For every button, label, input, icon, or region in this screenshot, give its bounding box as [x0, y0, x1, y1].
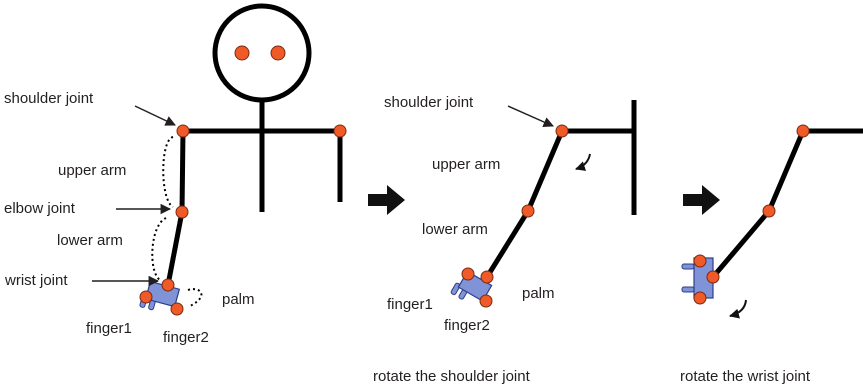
- finger1-top-3: [681, 263, 695, 270]
- eye-right: [270, 45, 286, 61]
- shoulder-joint-2: [555, 124, 569, 138]
- eye-left: [234, 45, 250, 61]
- finger2-joint-2: [479, 294, 493, 308]
- elbow-joint-2: [521, 204, 535, 218]
- caption-rotate-shoulder: rotate the shoulder joint: [373, 368, 531, 385]
- wrist-joint-2: [480, 270, 494, 284]
- label-wrist-joint: wrist joint: [4, 272, 68, 289]
- lower-arm-bracket: [151, 217, 167, 281]
- upper-arm-bracket: [162, 136, 174, 208]
- right-shoulder-joint: [333, 124, 347, 138]
- wrist-joint: [161, 278, 175, 292]
- label-shoulder-joint-2: shoulder joint: [384, 94, 474, 111]
- lower-arm-segment: [165, 211, 185, 286]
- label-finger1-2: finger1: [387, 296, 433, 313]
- panel-rotate-wrist: rotate the wrist joint: [680, 124, 863, 385]
- panel-original-pose: shoulder joint upper arm elbow joint low…: [4, 3, 347, 346]
- lower-arm-segment-2: [484, 209, 531, 279]
- upper-arm-segment-2: [525, 130, 565, 212]
- shoulder-joint: [176, 124, 190, 138]
- label-upper-arm-2: upper arm: [432, 156, 500, 173]
- upper-arm-segment-3: [766, 130, 806, 212]
- wrist-joint-3: [706, 270, 720, 284]
- label-palm: palm: [222, 291, 255, 308]
- label-upper-arm: upper arm: [58, 162, 126, 179]
- label-elbow-joint: elbow joint: [4, 200, 76, 217]
- finger2-joint: [170, 302, 184, 316]
- label-shoulder-joint: shoulder joint: [4, 90, 94, 107]
- shoulder-joint-3: [796, 124, 810, 138]
- label-finger2: finger2: [163, 329, 209, 346]
- transition-arrow-1: [368, 185, 405, 215]
- upper-arm-segment: [179, 130, 186, 213]
- shoulder-pointer: [134, 105, 176, 126]
- transition-arrow-2: [683, 185, 720, 215]
- lower-arm-segment-3: [711, 209, 771, 279]
- label-finger1: finger1: [86, 320, 132, 337]
- finger1-joint: [139, 290, 153, 304]
- finger-joint-bottom-3: [693, 291, 707, 305]
- finger1-left-2: [450, 282, 461, 296]
- elbow-joint: [175, 205, 189, 219]
- label-lower-arm-2: lower arm: [422, 221, 488, 238]
- rotation-arrow-shoulder: [575, 153, 591, 171]
- head: [212, 3, 312, 103]
- elbow-joint-3: [762, 204, 776, 218]
- finger1-joint-2: [461, 267, 475, 281]
- shoulder-pointer-2: [507, 105, 554, 127]
- finger-joint-top-3: [693, 254, 707, 268]
- label-palm-2: palm: [522, 285, 555, 302]
- label-lower-arm: lower arm: [57, 232, 123, 249]
- palm-bracket: [187, 288, 203, 307]
- rotation-arrow-wrist: [729, 299, 747, 319]
- finger1-bottom-3: [681, 286, 695, 293]
- caption-rotate-wrist: rotate the wrist joint: [680, 368, 811, 385]
- label-finger2-2: finger2: [444, 317, 490, 334]
- panel-rotate-shoulder: shoulder joint upper arm lower arm palm …: [373, 94, 637, 385]
